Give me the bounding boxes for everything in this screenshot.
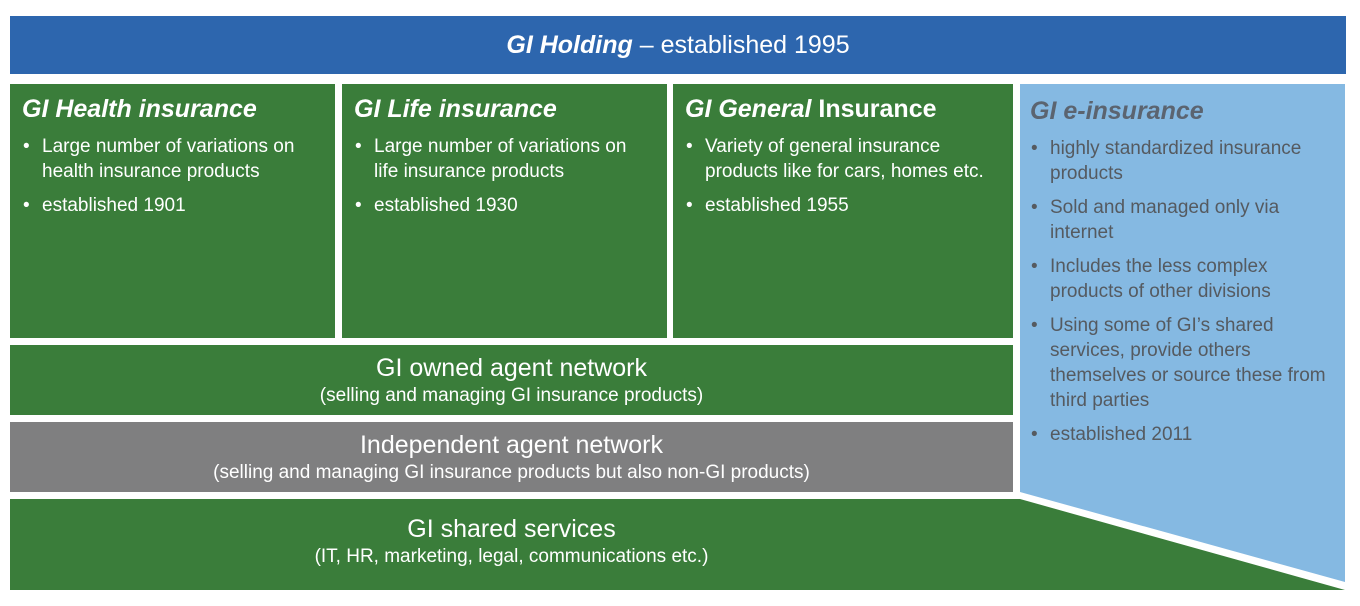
owned-agent-network: GI owned agent network (selling and mana…	[10, 345, 1013, 415]
bullet-item: •Large number of variations on health in…	[23, 136, 295, 182]
bullet-item: •Variety of general insurance products l…	[686, 136, 984, 182]
e-insurance-title: GI e-insurance	[1030, 97, 1204, 125]
bullet-item: •highly standardized insurance products	[1031, 138, 1302, 184]
independent-network-title: Independent agent network	[359, 430, 663, 459]
division-title: GI Life insurance	[354, 95, 557, 123]
division-bullets: •Large number of variations on life insu…	[354, 134, 655, 218]
shared-services-title: GI shared services	[407, 515, 616, 543]
division-life: GI Life insurance •Large number of varia…	[342, 84, 667, 338]
shared-services-panel	[10, 499, 1345, 590]
e-insurance-bullets: •highly standardized insurance products …	[1030, 136, 1340, 447]
division-title: GI Health insurance	[22, 95, 257, 123]
bullet-item: •established 1955	[686, 195, 849, 216]
shared-services: GI shared services (IT, HR, marketing, l…	[10, 514, 1013, 569]
e-insurance-panel	[1020, 84, 1345, 582]
bullet-item: •Sold and managed only via internet	[1031, 197, 1280, 243]
holding-established: – established 1995	[639, 30, 850, 59]
division-title: GI General Insurance	[685, 95, 937, 123]
division-health: GI Health insurance •Large number of var…	[10, 84, 335, 338]
bullet-item: •established 1930	[355, 195, 518, 216]
division-general: GI General Insurance •Variety of general…	[673, 84, 1013, 338]
bullet-item: •Using some of GI’s shared services, pro…	[1031, 315, 1326, 411]
division-bullets: •Large number of variations on health in…	[22, 134, 323, 218]
shared-services-subtitle: (IT, HR, marketing, legal, communication…	[314, 546, 709, 567]
independent-network-subtitle: (selling and managing GI insurance produ…	[213, 461, 810, 483]
holding-name: GI Holding	[506, 30, 633, 59]
division-bullets: •Variety of general insurance products l…	[685, 134, 1001, 218]
bullet-item: •Large number of variations on life insu…	[355, 136, 627, 182]
owned-network-title: GI owned agent network	[376, 353, 647, 382]
bullet-item: •established 1901	[23, 195, 186, 216]
independent-agent-network: Independent agent network (selling and m…	[10, 422, 1013, 492]
bullet-item: •established 2011	[1031, 424, 1193, 445]
holding-header: GI Holding – established 1995	[10, 16, 1346, 74]
owned-network-subtitle: (selling and managing GI insurance produ…	[319, 384, 704, 406]
bullet-item: •Includes the less complex products of o…	[1031, 256, 1271, 302]
e-insurance-content: GI e-insurance •highly standardized insu…	[1030, 96, 1340, 456]
